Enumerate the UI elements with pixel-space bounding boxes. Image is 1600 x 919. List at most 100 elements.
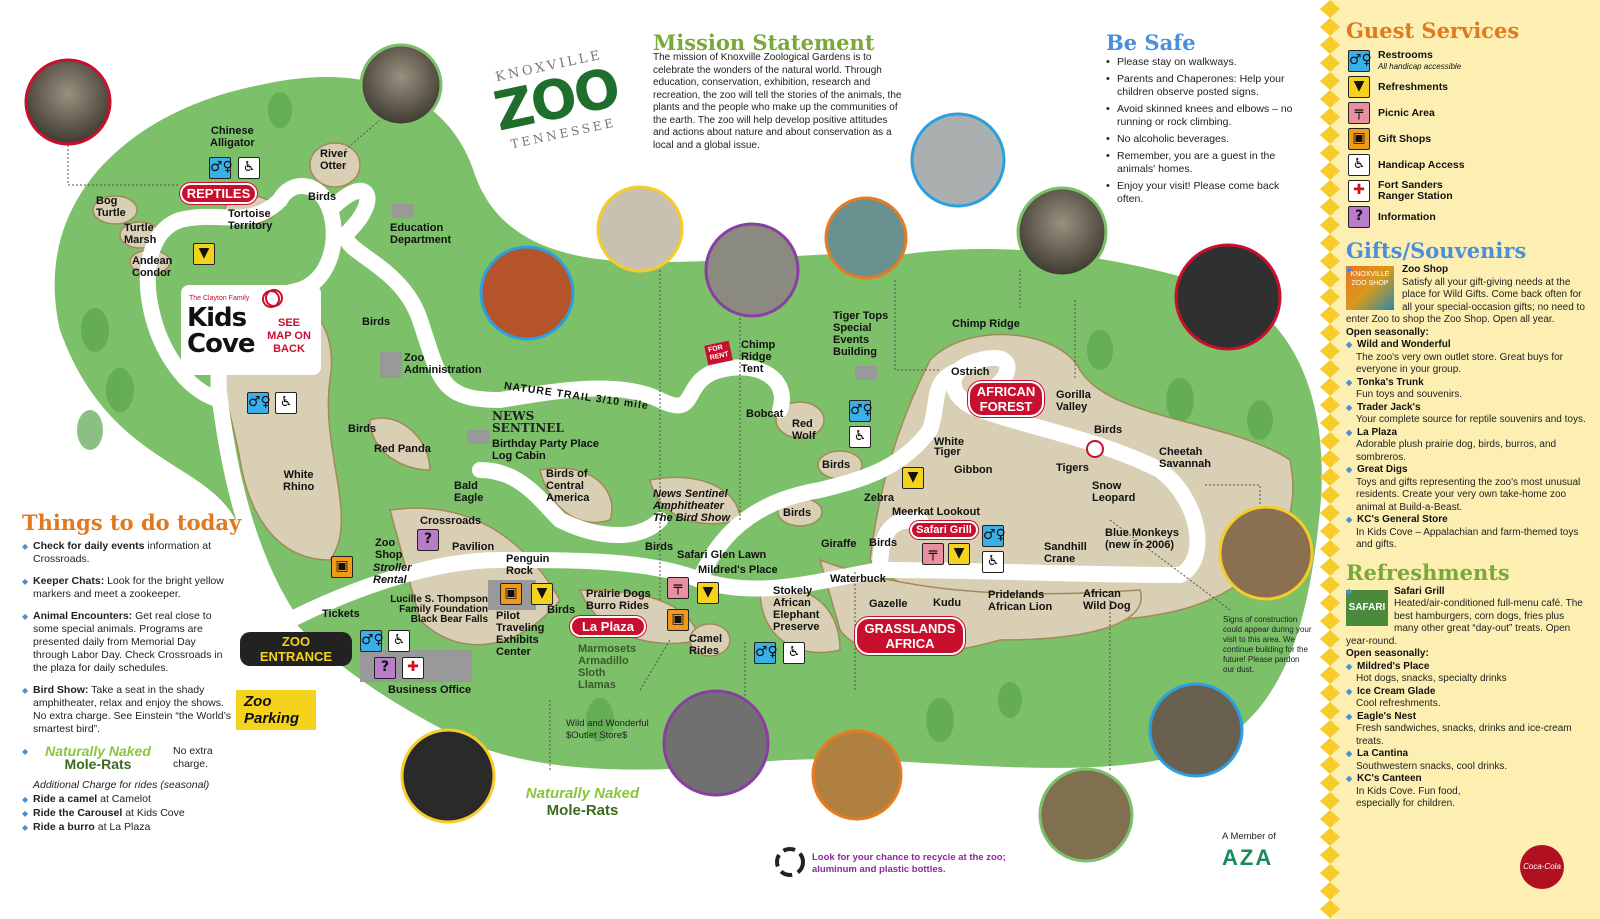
map-label[interactable]: Giraffe	[821, 538, 857, 550]
area-badge-grasslands[interactable]: GRASSLANDS AFRICA	[855, 617, 965, 655]
area-badge-la-plaza[interactable]: La Plaza	[570, 616, 646, 637]
map-label[interactable]: Chinese Alligator	[210, 125, 255, 149]
zoo-entrance-badge[interactable]: ZOO ENTRANCE	[240, 632, 352, 666]
map-label[interactable]: Birds	[348, 423, 377, 435]
zigzag-diamond	[1320, 270, 1340, 288]
map-label[interactable]: Gazelle	[869, 598, 908, 610]
area-badge-reptiles[interactable]: REPTILES	[180, 183, 257, 204]
map-label[interactable]: Pilot Traveling Exhibits Center	[496, 610, 545, 658]
picnic-icon[interactable]: ╤	[667, 577, 689, 599]
map-label[interactable]: Turtle Marsh	[124, 222, 157, 246]
map-label[interactable]: Birds	[547, 604, 576, 616]
map-label[interactable]: Marmosets Armadillo Sloth Llamas	[578, 643, 637, 691]
picnic-icon[interactable]: ╤	[922, 543, 944, 565]
zoo-parking-badge[interactable]: Zoo Parking	[236, 690, 316, 730]
map-label[interactable]: Kudu	[933, 597, 962, 609]
zigzag-diamond	[1320, 414, 1340, 432]
map-label[interactable]: Penguin Rock	[506, 553, 550, 577]
refreshments-icon[interactable]: ▼	[697, 582, 719, 604]
map-label[interactable]: Birds	[362, 316, 391, 328]
gift-icon[interactable]: ▣	[500, 583, 522, 605]
map-label[interactable]: Sandhill Crane	[1044, 541, 1087, 565]
map-label[interactable]: White Tiger	[934, 436, 964, 458]
map-label[interactable]: Birds	[822, 459, 851, 471]
map-label[interactable]: Safari Glen Lawn	[677, 549, 767, 561]
map-label[interactable]: Gorilla Valley	[1056, 389, 1091, 413]
restroom-icon[interactable]: ♂♀	[754, 642, 778, 664]
refreshments-icon[interactable]: ▼	[531, 583, 553, 605]
handicap-icon[interactable]: ♿	[982, 551, 1004, 573]
map-label[interactable]: Waterbuck	[830, 573, 886, 585]
handicap-icon[interactable]: ♿	[783, 642, 805, 664]
gift-icon[interactable]: ▣	[667, 609, 689, 631]
map-label[interactable]: Birds	[869, 537, 898, 549]
restroom-icon[interactable]: ♂♀	[982, 525, 1006, 547]
map-label[interactable]: Mildred's Place	[698, 564, 778, 576]
map-label[interactable]: White Rhino	[283, 469, 315, 493]
map-label[interactable]: Bald Eagle	[454, 480, 484, 504]
map-label[interactable]: Birthday Party Place Log Cabin	[492, 438, 599, 462]
kids-cove-card[interactable]: The Clayton Family Kids Cove SEE MAP ON …	[181, 285, 321, 375]
refreshments-icon[interactable]: ▼	[902, 467, 924, 489]
map-label[interactable]: Prairie Dogs Burro Rides	[586, 588, 651, 612]
handicap-icon[interactable]: ♿	[238, 157, 260, 179]
map-label[interactable]: Stroller Rental	[373, 562, 412, 586]
map-label[interactable]: Bobcat	[746, 408, 784, 420]
map-label[interactable]: Zoo Administration	[404, 352, 482, 376]
map-label[interactable]: Zoo Shop	[375, 537, 403, 561]
gift-icon[interactable]: ▣	[331, 556, 353, 578]
map-label[interactable]: Tiger Tops Special Events Building	[833, 310, 889, 358]
area-badge-safari-grill[interactable]: Safari Grill	[910, 521, 978, 539]
map-label[interactable]: African Wild Dog	[1083, 588, 1131, 612]
map-label[interactable]: Zebra	[864, 492, 894, 504]
map-label[interactable]: Birds	[645, 541, 674, 553]
refreshments-icon[interactable]: ▼	[193, 243, 215, 265]
map-label[interactable]: Gibbon	[954, 464, 993, 476]
map-label[interactable]: Cheetah Savannah	[1159, 446, 1211, 470]
info-icon[interactable]: ?	[417, 529, 439, 551]
restroom-icon[interactable]: ♂♀	[247, 392, 271, 414]
handicap-icon[interactable]: ♿	[849, 426, 871, 448]
map-label[interactable]: Tickets	[322, 608, 360, 620]
map-label[interactable]: Business Office	[388, 684, 472, 696]
map-label[interactable]: Camel Rides	[689, 633, 723, 657]
map-label[interactable]: Birds of Central America	[546, 468, 590, 504]
map-label[interactable]: Stokely African Elephant Preserve	[773, 585, 820, 633]
handicap-icon[interactable]: ♿	[388, 630, 410, 652]
map-label[interactable]: Red Panda	[374, 443, 431, 455]
map-label[interactable]: Tigers	[1056, 462, 1089, 474]
zigzag-diamond	[1320, 198, 1340, 216]
map-label[interactable]: Meerkat Lookout	[892, 506, 981, 518]
map-label[interactable]: River Otter	[320, 148, 348, 172]
first-aid-icon[interactable]: ✚	[402, 657, 424, 679]
map-label[interactable]: Red Wolf	[792, 418, 816, 442]
handicap-icon[interactable]: ♿	[275, 392, 297, 414]
restroom-icon[interactable]: ♂♀	[849, 400, 873, 422]
map-label[interactable]: Lucille S. Thompson Family Foundation Bl…	[390, 594, 488, 625]
map-label[interactable]: Andean Condor	[132, 255, 173, 279]
map-label[interactable]: Ostrich	[951, 366, 990, 378]
map-label[interactable]: Snow Leopard	[1092, 480, 1136, 504]
news-sentinel-logo: NEWS SENTINEL	[492, 409, 564, 435]
info-icon[interactable]: ?	[374, 657, 396, 679]
map-label[interactable]: News Sentinel Amphitheater The Bird Show	[653, 488, 730, 524]
map-label[interactable]: Education Department	[390, 222, 452, 246]
map-label[interactable]: Pavilion	[452, 541, 495, 553]
map-label[interactable]: Pridelands African Lion	[988, 589, 1053, 613]
map-label[interactable]: Birds	[308, 191, 337, 203]
map-label[interactable]: Tortoise Territory	[228, 208, 273, 232]
map-label[interactable]: Crossroads	[420, 515, 482, 527]
recycle-note: Look for your chance to recycle at the z…	[812, 852, 1006, 875]
map-label[interactable]: Birds	[783, 507, 812, 519]
map-label[interactable]: Bog Turtle	[96, 195, 126, 219]
refreshments-icon[interactable]: ▼	[948, 543, 970, 565]
be-safe-list: Please stay on walkways. Parents and Cha…	[1106, 56, 1306, 210]
restroom-icon[interactable]: ♂♀	[360, 630, 384, 652]
map-label[interactable]: Chimp Ridge	[952, 318, 1020, 330]
area-badge-african-forest[interactable]: AFRICAN FOREST	[968, 381, 1044, 417]
restroom-icon[interactable]: ♂♀	[209, 157, 233, 179]
zigzag-diamond	[1320, 828, 1340, 846]
map-label[interactable]: Birds	[1094, 424, 1123, 436]
map-label[interactable]: Blue Monkeys (new in 2006)	[1105, 527, 1179, 551]
map-label[interactable]: Chimp Ridge Tent	[741, 339, 776, 375]
